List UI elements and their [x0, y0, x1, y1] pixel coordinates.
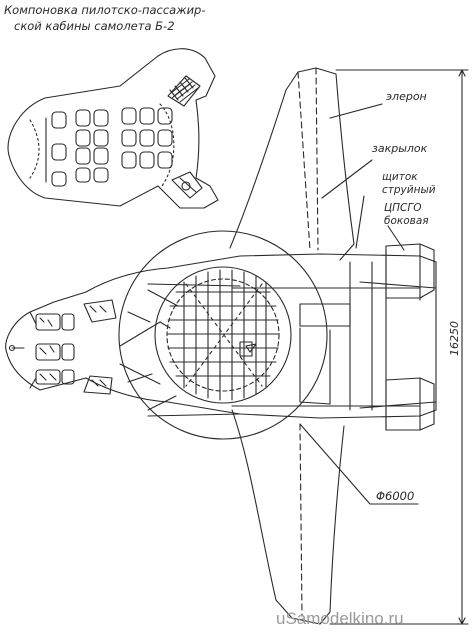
cabin-hatched-compartment [167, 75, 201, 107]
upper-wing [229, 67, 355, 261]
label-aileron: элерон [386, 90, 427, 103]
label-diameter: Φ6000 [376, 489, 414, 503]
cabin-plan-view [7, 48, 219, 209]
label-shield-1: щиток [382, 171, 418, 183]
cockpit-windows [29, 299, 117, 395]
leader-flap [321, 159, 373, 199]
label-cg-2: боковая [384, 215, 429, 227]
label-cg-1: ЦПСГО [384, 202, 422, 214]
label-shield-2: струйный [382, 184, 436, 196]
nose [5, 291, 87, 391]
aircraft-planform [5, 67, 437, 625]
span-dimension [329, 69, 469, 625]
circular-center-section [118, 230, 328, 440]
leader-diameter [299, 423, 371, 505]
center-grid [167, 269, 279, 401]
leader-aileron [329, 103, 383, 119]
caption-line-2: ской кабины самолета Б-2 [14, 19, 175, 33]
leader-cg [387, 225, 405, 251]
watermark-text: uSamodelkino.ru [276, 609, 404, 628]
label-flap: закрылок [372, 142, 428, 155]
label-span: 16250 [448, 321, 461, 356]
cabin-seats [51, 107, 173, 187]
leader-shield [355, 195, 365, 249]
fuselage-body [85, 253, 437, 419]
lower-wing [231, 409, 345, 625]
tail-section [147, 243, 437, 431]
caption-line-1: Компоновка пилотско-пассажир- [4, 3, 206, 17]
